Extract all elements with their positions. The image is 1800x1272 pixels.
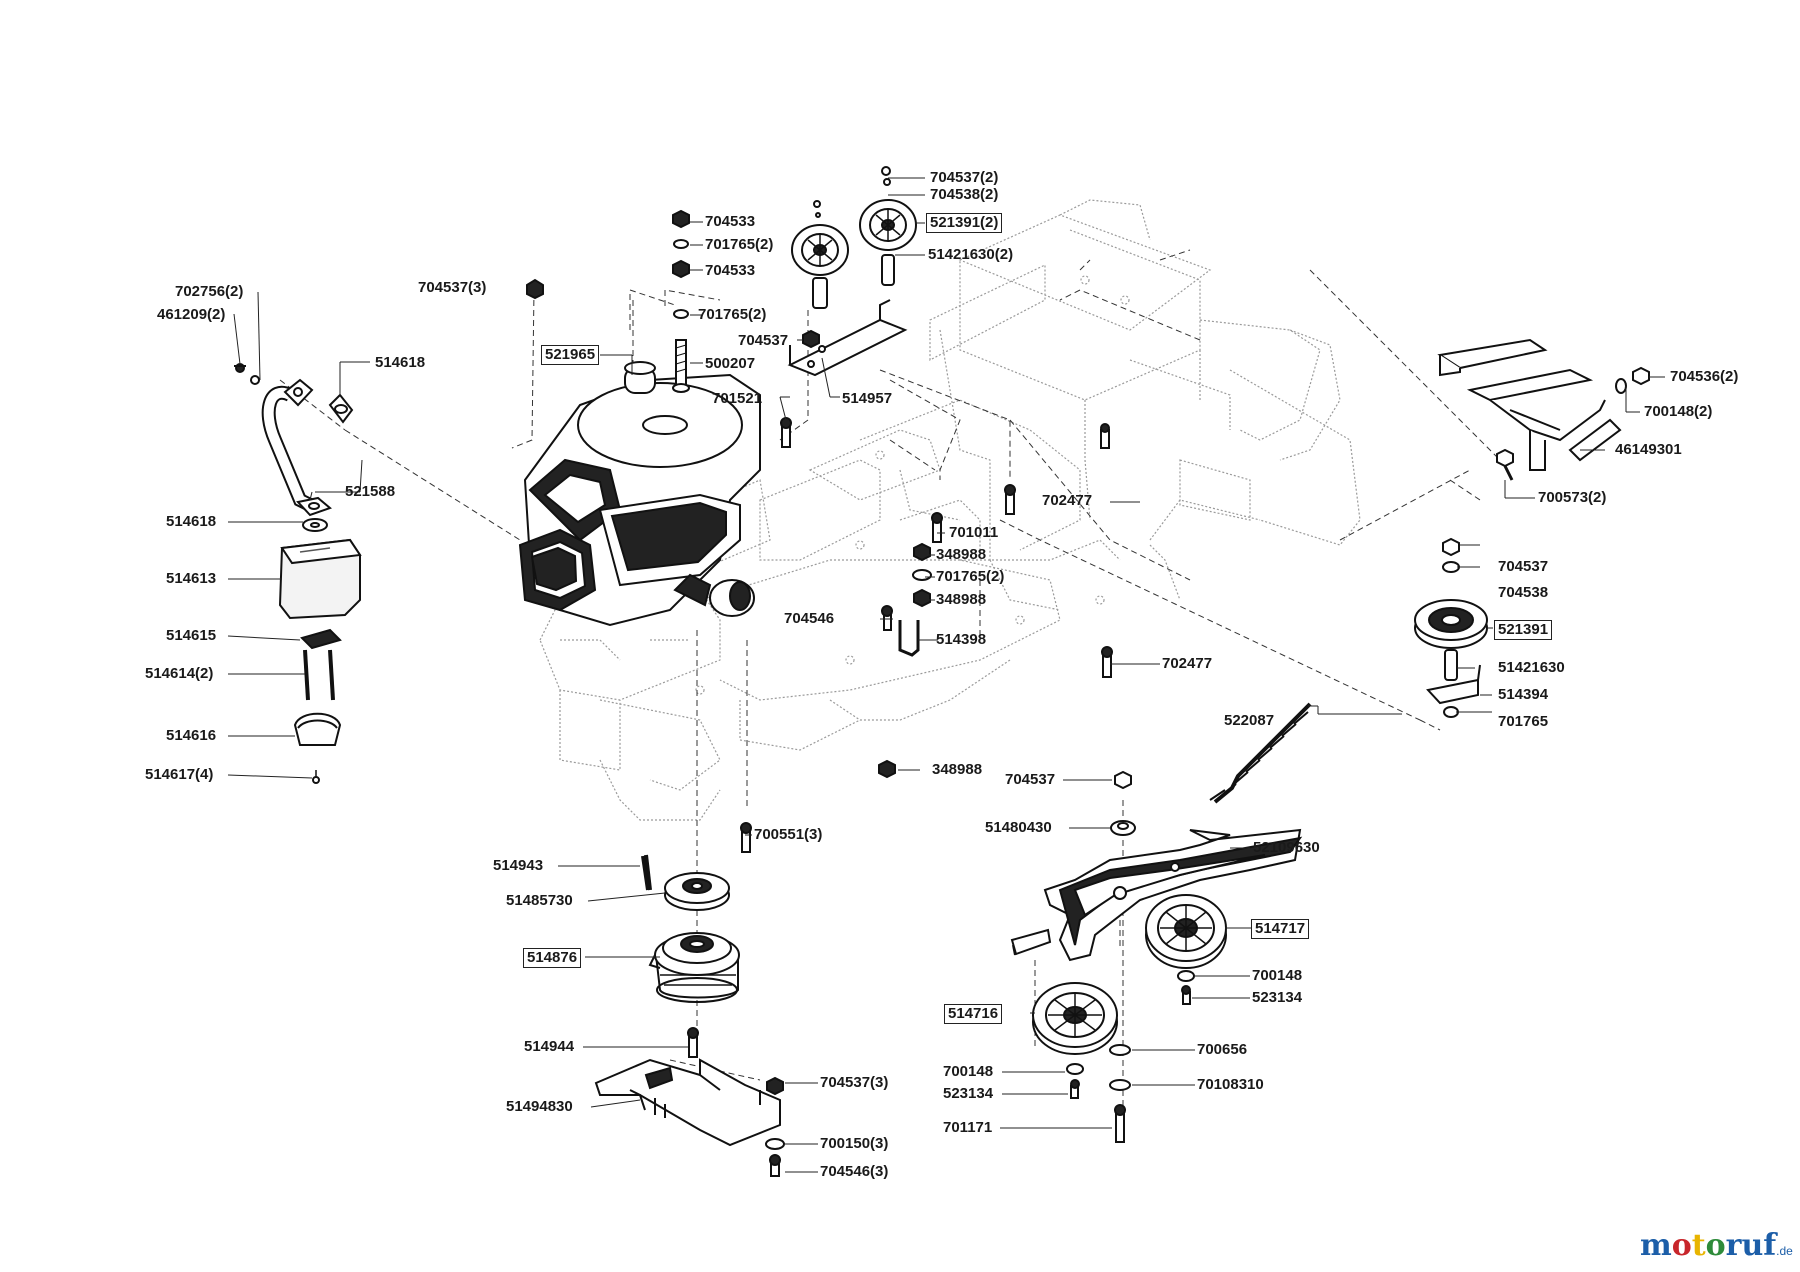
leader-lines — [227, 177, 1665, 1173]
spring-idler-arm — [1010, 702, 1312, 962]
label-514717: 514717 — [1251, 919, 1310, 939]
label-704533-a: 704533 — [705, 213, 756, 230]
label-514613: 514613 — [166, 570, 217, 587]
label-704533-b: 704533 — [705, 262, 756, 279]
label-514615: 514615 — [166, 627, 217, 644]
label-704536-2: 704536(2) — [1670, 368, 1739, 385]
label-522087: 522087 — [1224, 712, 1275, 729]
label-514957: 514957 — [842, 390, 893, 407]
label-348988-c: 348988 — [932, 761, 983, 778]
watermark-letter: t — [1691, 1228, 1706, 1263]
pulley-514716 — [1032, 982, 1118, 1055]
label-704537-3: 704537(3) — [418, 279, 487, 296]
label-521391-2: 521391(2) — [926, 213, 1003, 233]
label-704537-e: 704537 — [1005, 771, 1056, 788]
label-521391: 521391 — [1494, 620, 1553, 640]
assembly-lines — [279, 249, 1501, 1120]
label-701171: 701171 — [943, 1119, 993, 1136]
label-700148-a: 700148 — [1252, 967, 1303, 984]
label-702477-b: 702477 — [1162, 655, 1213, 672]
label-514616: 514616 — [166, 727, 217, 744]
label-51494830: 51494830 — [506, 1098, 573, 1115]
label-700551-3: 700551(3) — [754, 826, 823, 843]
label-514394: 514394 — [1498, 686, 1549, 703]
label-521965: 521965 — [541, 345, 600, 365]
label-51480430: 51480430 — [985, 819, 1052, 836]
label-704546-3: 704546(3) — [820, 1163, 889, 1180]
label-46149301: 46149301 — [1615, 441, 1682, 458]
label-701011: 701011 — [949, 524, 999, 541]
label-500207: 500207 — [705, 355, 756, 372]
label-701765-2-b: 701765(2) — [698, 306, 767, 323]
label-704546: 704546 — [784, 610, 835, 627]
label-700656: 700656 — [1197, 1041, 1248, 1058]
watermark-letter: o — [1705, 1228, 1726, 1263]
watermark-letter: r — [1725, 1228, 1742, 1263]
label-704537-2: 704537(2) — [930, 169, 999, 186]
label-514876: 514876 — [523, 948, 582, 968]
engine-521965 — [518, 361, 761, 627]
label-514943: 514943 — [493, 857, 544, 874]
label-704537-d: 704537 — [1498, 558, 1549, 575]
label-704537-c: 704537 — [738, 332, 789, 349]
label-702477-a: 702477 — [1042, 492, 1093, 509]
idler-pulleys-top — [787, 166, 917, 377]
label-461209-2: 461209(2) — [157, 306, 226, 323]
motoruf-watermark: motoruf.de — [1640, 1228, 1793, 1263]
label-514618-b: 514618 — [166, 513, 217, 530]
label-514617-4: 514617(4) — [145, 766, 214, 783]
label-704537-3b: 704537(3) — [820, 1074, 889, 1091]
label-700148-b: 700148 — [943, 1063, 994, 1080]
label-700150-3: 700150(3) — [820, 1135, 889, 1152]
label-704538: 704538 — [1498, 584, 1549, 601]
label-514944: 514944 — [524, 1038, 575, 1055]
label-51485730: 51485730 — [506, 892, 573, 909]
label-702756-2: 702756(2) — [175, 283, 244, 300]
label-51421630-2: 51421630(2) — [928, 246, 1014, 263]
label-523134-b: 523134 — [943, 1085, 994, 1102]
label-521588: 521588 — [345, 483, 396, 500]
label-514614-2: 514614(2) — [145, 665, 214, 682]
label-700573-2: 700573(2) — [1538, 489, 1607, 506]
label-51421630: 51421630 — [1498, 659, 1565, 676]
label-701765-2-c: 701765(2) — [936, 568, 1005, 585]
label-523134-a: 523134 — [1252, 989, 1303, 1006]
pulley-521391 — [1414, 599, 1488, 705]
label-348988-b: 348988 — [936, 591, 987, 608]
label-70108310: 70108310 — [1197, 1076, 1264, 1093]
watermark-letter: u — [1741, 1228, 1764, 1263]
watermark-letter: m — [1640, 1228, 1672, 1263]
label-514716: 514716 — [944, 1004, 1003, 1024]
hardware-small — [526, 209, 1650, 1177]
label-701765: 701765 — [1498, 713, 1549, 730]
label-514398: 514398 — [936, 631, 987, 648]
label-704538-2: 704538(2) — [930, 186, 999, 203]
frame-small-details — [989, 544, 1181, 611]
label-52109630: 52109630 — [1253, 839, 1320, 856]
label-700148-2: 700148(2) — [1644, 403, 1713, 420]
engine-pulley-clutch — [594, 855, 781, 1147]
watermark-letter: f — [1763, 1228, 1777, 1263]
watermark-tld: .de — [1776, 1244, 1793, 1258]
label-514618-a: 514618 — [375, 354, 426, 371]
label-701521: 701521 — [712, 390, 763, 407]
label-348988-a: 348988 — [936, 546, 987, 563]
label-701765-2-a: 701765(2) — [705, 236, 774, 253]
pulley-514717 — [1145, 894, 1227, 969]
exhaust-parts — [234, 363, 362, 784]
watermark-letter: o — [1671, 1228, 1692, 1263]
